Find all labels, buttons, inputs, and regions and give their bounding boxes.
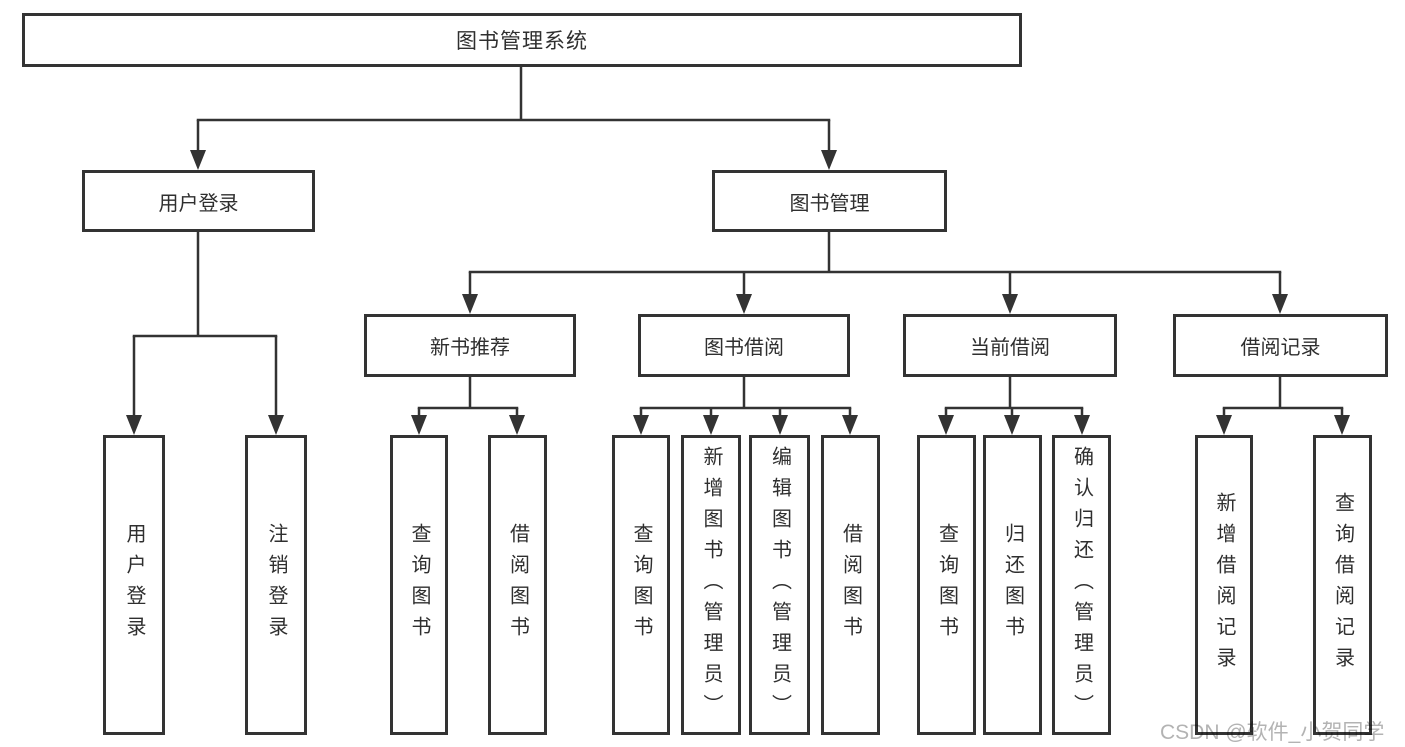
node-book-management: 图书管理 [712, 170, 947, 232]
edge-book-borrow-to-leaves [633, 377, 858, 435]
leaf-borrow-book: 借阅图书 [821, 435, 880, 735]
leaf-label: 查询图书 [935, 523, 958, 647]
node-borrow-records: 借阅记录 [1173, 314, 1388, 377]
edge-borrow-records-to-leaves [1216, 377, 1350, 435]
leaf-current-query-books: 查询图书 [917, 435, 976, 735]
edge-user-login-to-leaves [126, 232, 284, 435]
csdn-watermark: CSDN @软件_小贺同学 [1160, 721, 1385, 744]
leaf-label: 注销登录 [265, 523, 287, 647]
leaf-label: 查询图书 [630, 523, 652, 647]
edge-book-management-to-level3 [462, 232, 1288, 314]
leaf-add-book-admin: 新增图书（管理员） [681, 435, 741, 735]
edge-root-to-level2 [190, 67, 837, 170]
leaf-recommend-query-books: 查询图书 [390, 435, 448, 735]
node-user-login: 用户登录 [82, 170, 315, 232]
leaf-return-book: 归还图书 [983, 435, 1042, 735]
leaf-label: 新增借阅记录 [1213, 492, 1235, 678]
leaf-user-login: 用户登录 [103, 435, 165, 735]
leaf-label: 用户登录 [123, 523, 145, 647]
node-current-borrow: 当前借阅 [903, 314, 1117, 377]
leaf-add-borrow-record: 新增借阅记录 [1195, 435, 1253, 735]
node-new-book-recommend: 新书推荐 [364, 314, 576, 377]
leaf-label: 借阅图书 [839, 523, 862, 647]
leaf-edit-book-admin: 编辑图书（管理员） [749, 435, 810, 735]
leaf-label: 查询借阅记录 [1331, 492, 1354, 678]
node-library-management-system: 图书管理系统 [22, 13, 1022, 67]
leaf-borrow-query-books: 查询图书 [612, 435, 670, 735]
leaf-label: 编辑图书（管理员） [768, 445, 791, 725]
leaf-label: 归还图书 [1001, 523, 1024, 647]
leaf-label: 确认归还（管理员） [1070, 445, 1093, 725]
leaf-label: 查询图书 [408, 523, 430, 647]
edge-current-borrow-to-leaves [938, 377, 1090, 435]
edge-new-book-recommend-to-leaves [411, 377, 525, 435]
leaf-label: 借阅图书 [506, 523, 529, 647]
leaf-recommend-borrow-books: 借阅图书 [488, 435, 547, 735]
leaf-logout: 注销登录 [245, 435, 307, 735]
node-book-borrow: 图书借阅 [638, 314, 850, 377]
leaf-confirm-return-admin: 确认归还（管理员） [1052, 435, 1111, 735]
leaf-query-borrow-record: 查询借阅记录 [1313, 435, 1372, 735]
leaf-label: 新增图书（管理员） [700, 445, 722, 725]
